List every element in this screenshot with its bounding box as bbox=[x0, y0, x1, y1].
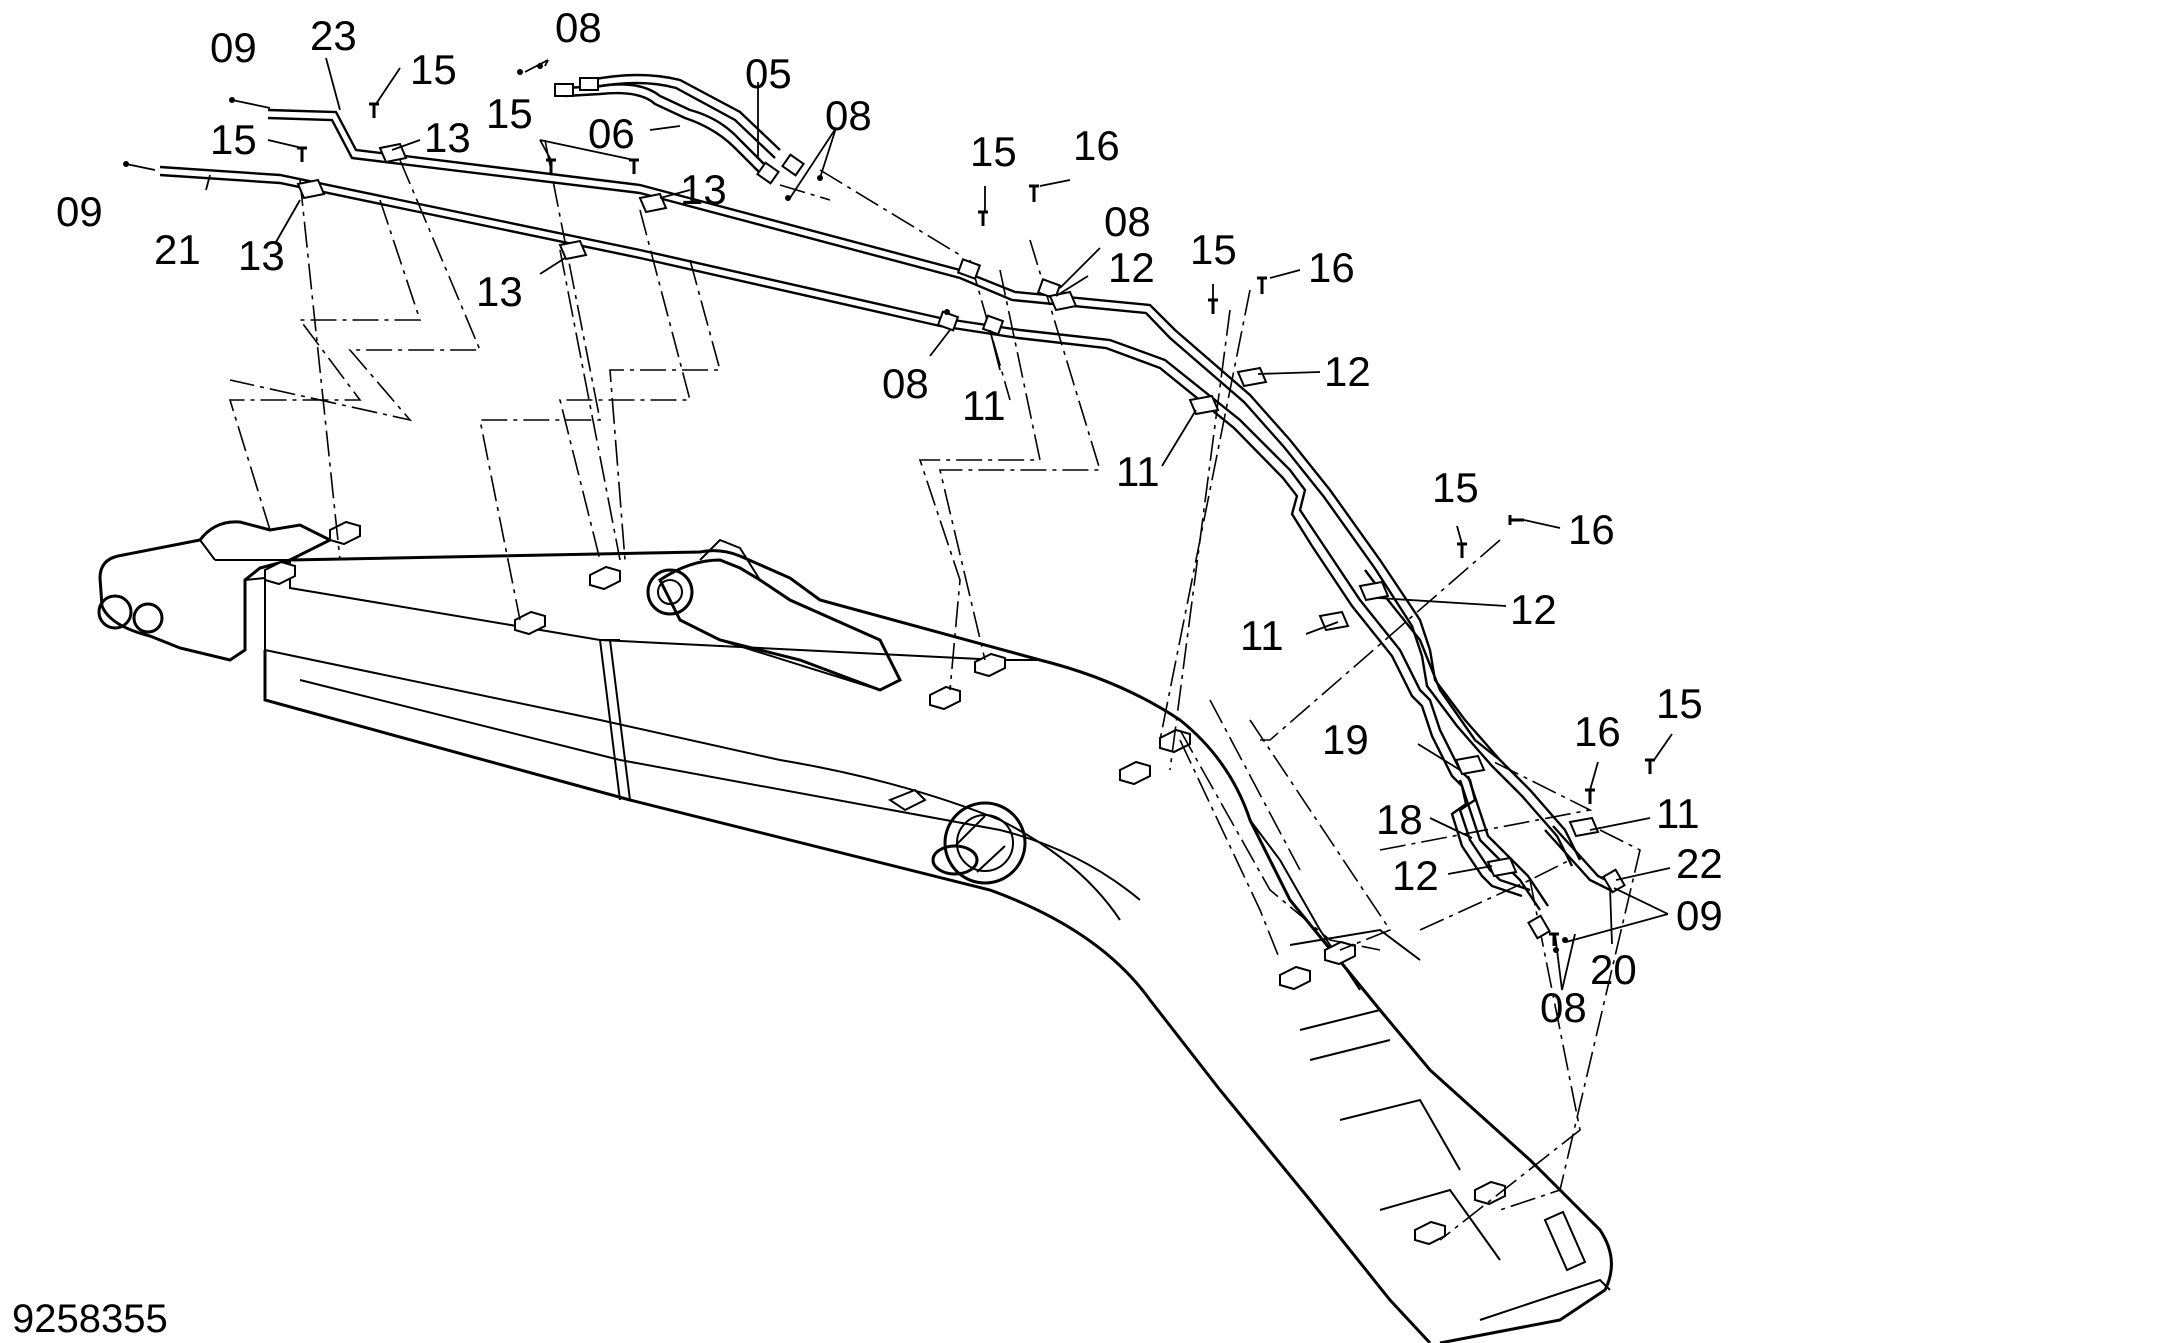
callout-12-d: 12 bbox=[1392, 852, 1439, 899]
hydraulic-pipes bbox=[159, 73, 1626, 940]
pipe-clamps bbox=[296, 142, 1600, 878]
assembly-centerlines bbox=[228, 139, 1641, 1241]
callout-05: 05 bbox=[745, 50, 792, 97]
callout-18: 18 bbox=[1376, 796, 1423, 843]
drawing-reference-number: 9258355 bbox=[12, 1297, 168, 1341]
boom-clamp-brackets bbox=[264, 520, 1506, 1246]
callout-15-c: 15 bbox=[486, 90, 533, 137]
callout-13-a: 13 bbox=[424, 114, 471, 161]
callout-19: 19 bbox=[1322, 716, 1369, 763]
callout-16-a: 16 bbox=[1073, 122, 1120, 169]
callout-21: 21 bbox=[154, 226, 201, 273]
callout-11-b: 11 bbox=[1116, 448, 1160, 495]
callout-09-left: 09 bbox=[56, 188, 103, 235]
callout-09-top: 09 bbox=[210, 24, 257, 71]
callout-13-b: 13 bbox=[238, 232, 285, 279]
callout-08-bottom: 08 bbox=[1540, 984, 1587, 1031]
callout-08-top: 08 bbox=[555, 4, 602, 51]
callout-12-a: 12 bbox=[1108, 244, 1155, 291]
callout-labels: 09 23 15 08 05 15 13 15 06 08 09 21 13 1… bbox=[56, 4, 1723, 1031]
callout-06: 06 bbox=[588, 110, 635, 157]
callout-08-d: 08 bbox=[882, 360, 929, 407]
bolts bbox=[123, 63, 1655, 953]
callout-15-e: 15 bbox=[1190, 226, 1237, 273]
callout-15-b: 15 bbox=[210, 116, 257, 163]
callout-13-d: 13 bbox=[476, 268, 523, 315]
callout-16-d: 16 bbox=[1574, 708, 1621, 755]
callout-15-d: 15 bbox=[970, 128, 1017, 175]
callout-20: 20 bbox=[1590, 946, 1637, 993]
callout-08-b: 08 bbox=[825, 92, 872, 139]
callout-15-a: 15 bbox=[410, 46, 457, 93]
callout-16-c: 16 bbox=[1568, 506, 1615, 553]
callout-22: 22 bbox=[1676, 840, 1723, 887]
callout-09-right: 09 bbox=[1676, 892, 1723, 939]
callout-23: 23 bbox=[310, 12, 357, 59]
callout-15-f: 15 bbox=[1432, 464, 1479, 511]
callout-12-c: 12 bbox=[1510, 586, 1557, 633]
callout-11-a: 11 bbox=[962, 382, 1006, 429]
boom-structure bbox=[97, 520, 1613, 1343]
callout-08-c: 08 bbox=[1104, 198, 1151, 245]
leader-lines bbox=[125, 57, 1673, 991]
callout-15-g: 15 bbox=[1656, 680, 1703, 727]
callout-16-b: 16 bbox=[1308, 244, 1355, 291]
callout-12-b: 12 bbox=[1324, 348, 1371, 395]
callout-13-c: 13 bbox=[680, 166, 727, 213]
callout-11-c: 11 bbox=[1240, 612, 1284, 659]
callout-11-d: 11 bbox=[1656, 790, 1700, 837]
